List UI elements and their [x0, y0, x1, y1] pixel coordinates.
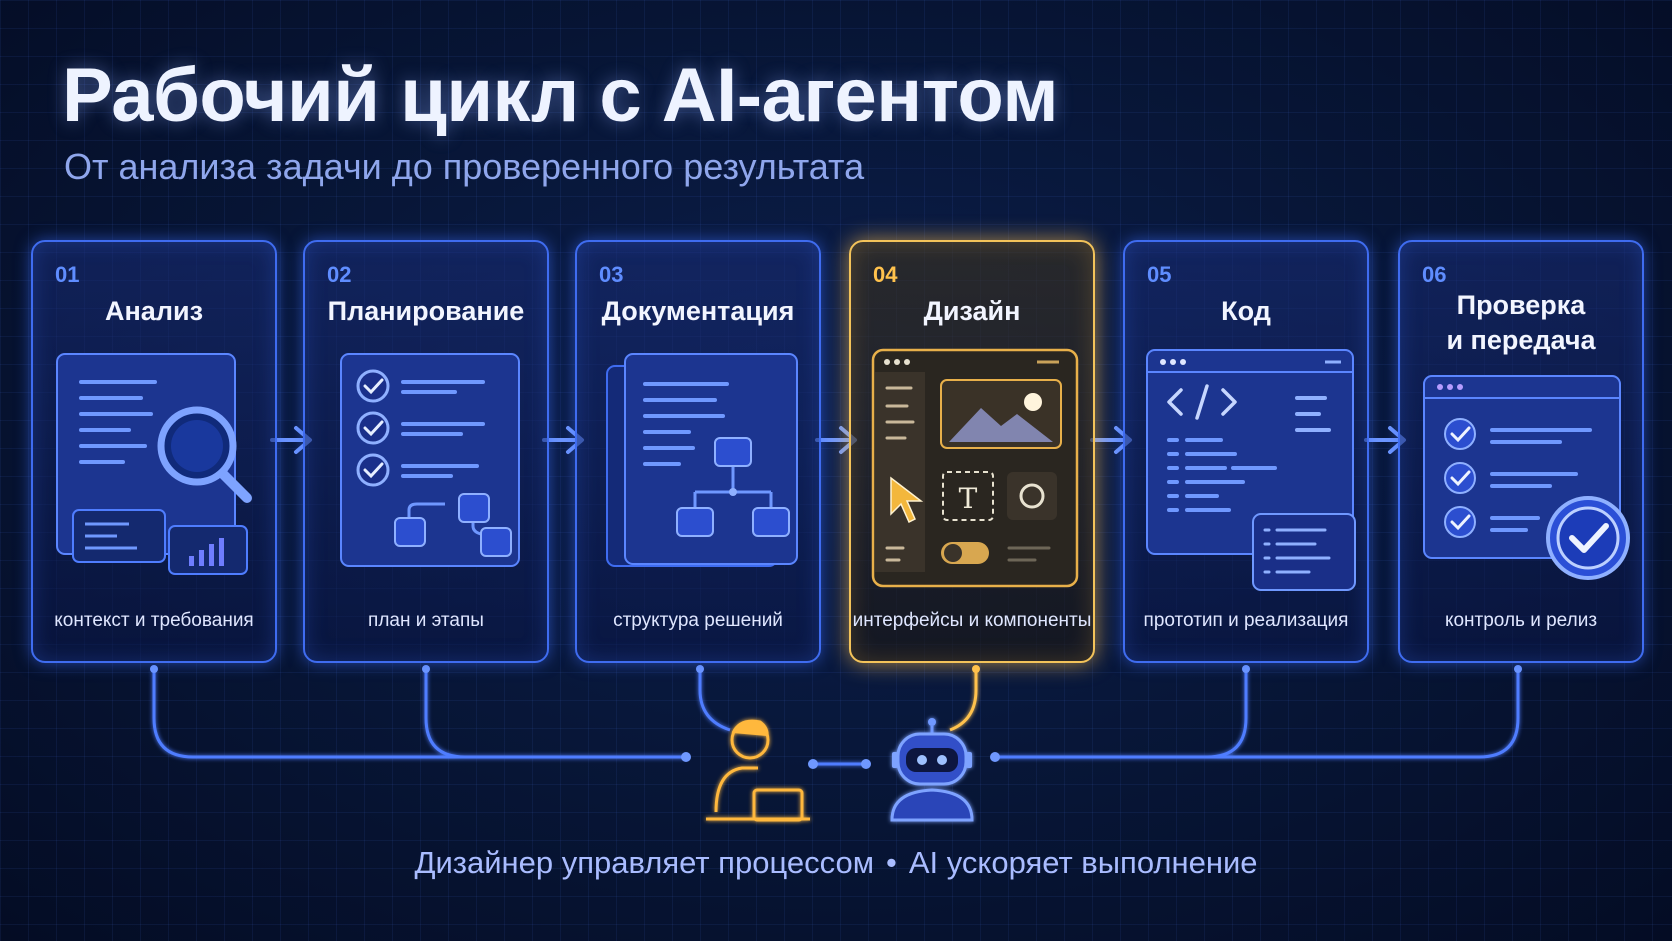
- step-number: 06: [1422, 262, 1447, 287]
- footer-right: AI ускоряет выполнение: [908, 845, 1258, 880]
- step-description: контекст и требования: [54, 610, 254, 631]
- step-title: Документация: [601, 296, 795, 326]
- step-number: 01: [55, 262, 80, 287]
- design-canvas-icon: T: [871, 348, 1079, 588]
- step-card-documentation: 03 Документация структура решений: [575, 240, 821, 663]
- step-title: Код: [1221, 296, 1271, 326]
- step-description: интерфейсы и компоненты: [852, 610, 1092, 631]
- step-title: Дизайн: [923, 296, 1021, 326]
- step-number: 02: [327, 262, 352, 287]
- page-subtitle: От анализа задачи до проверенного резуль…: [64, 146, 865, 187]
- step-card-planning: 02 Планирование план и этапы: [303, 240, 549, 663]
- designer-icon: [706, 719, 810, 822]
- page-title: Рабочий цикл с AI-агентом: [62, 53, 1059, 138]
- checklist-icon: [340, 353, 520, 567]
- step-description: план и этапы: [368, 610, 484, 631]
- org-chart-icon: [606, 353, 798, 567]
- robot-icon: [890, 718, 974, 822]
- step-title: Проверка и передача: [1400, 288, 1642, 358]
- code-icon: [1146, 349, 1356, 591]
- step-number: 05: [1147, 262, 1172, 287]
- footer-caption: Дизайнер управляет процессом • AI ускоряет…: [0, 845, 1672, 881]
- magnifier-icon: [56, 353, 252, 575]
- step-description: прототип и реализация: [1143, 610, 1349, 631]
- step-card-analysis: 01 Анализ контекст и требования: [31, 240, 277, 663]
- text-tool-label: T: [959, 482, 978, 515]
- step-description: структура решений: [613, 610, 783, 631]
- check-badge-icon: [1423, 375, 1630, 580]
- step-title-line1: Проверка: [1456, 290, 1586, 320]
- step-title-line2: и передача: [1446, 325, 1596, 355]
- step-card-code: 05 Код прототип и реализация: [1123, 240, 1369, 663]
- step-card-review-handoff: 06 Проверка и передача контроль и релиз: [1398, 240, 1644, 663]
- step-title: Планирование: [327, 296, 525, 326]
- step-number: 04: [873, 262, 898, 287]
- step-title: Анализ: [105, 296, 203, 326]
- step-description: контроль и релиз: [1444, 610, 1598, 631]
- step-number: 03: [599, 262, 624, 287]
- footer-separator: •: [886, 845, 897, 880]
- footer-left: Дизайнер управляет процессом: [414, 845, 875, 880]
- step-card-design: 04 Дизайн T интерфейсы и компоненты: [849, 240, 1095, 663]
